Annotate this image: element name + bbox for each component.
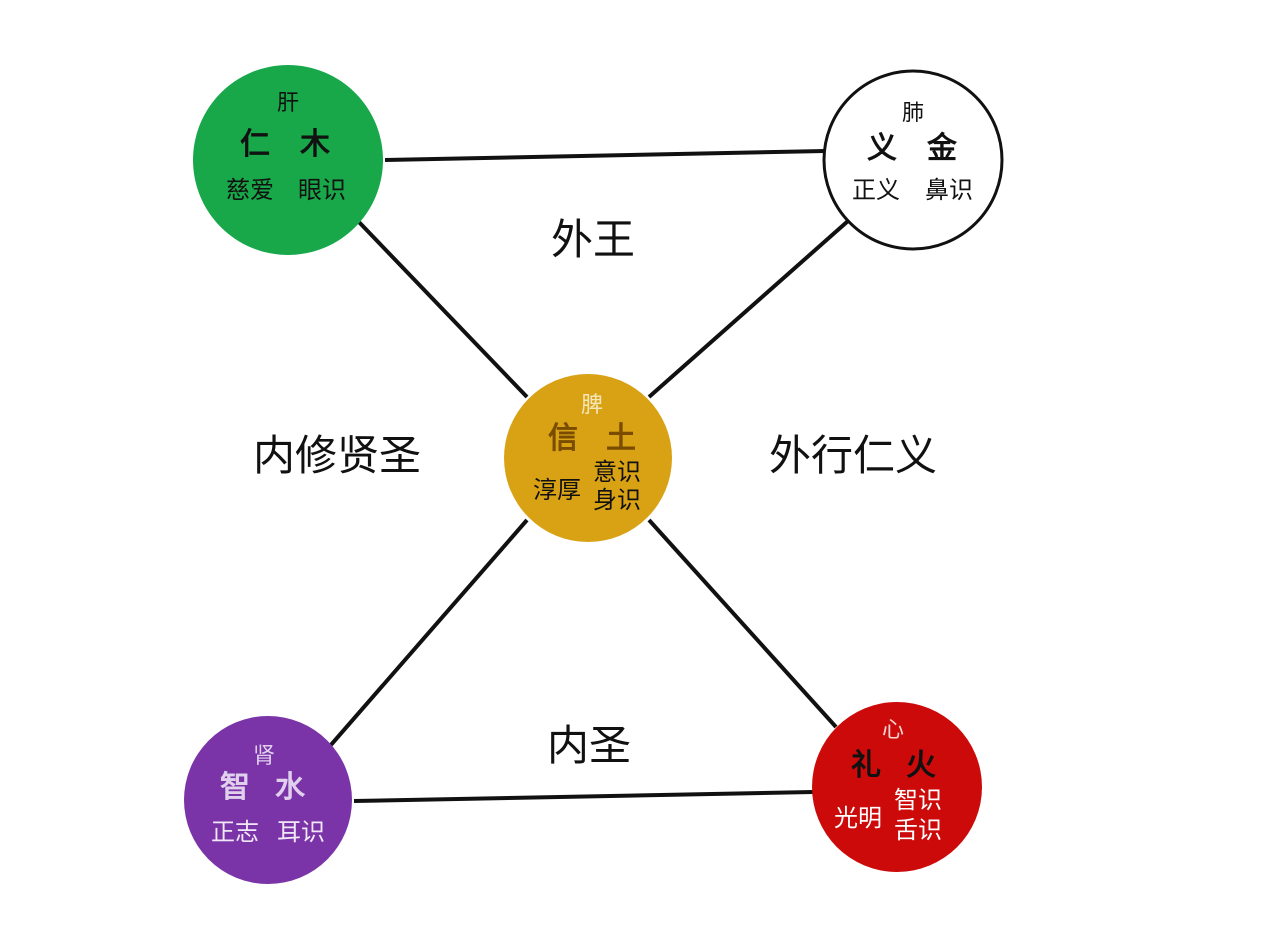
connector-earth-water [328,518,529,748]
node-water-sense: 耳识 [277,818,325,846]
node-wood-virtue: 仁 [240,127,270,162]
node-earth-circle [504,374,672,542]
connector-wood-earth [355,218,529,399]
node-fire-trait: 光明 [834,804,882,832]
node-fire: 心 礼 火 光明 智识 舌识 [812,702,982,872]
connector-water-fire [353,790,814,803]
node-wood-trait: 慈爱 [226,176,274,204]
node-metal-virtue: 义 [867,131,897,166]
node-wood-sense: 眼识 [298,176,346,204]
node-earth-virtue: 信 [548,421,578,456]
node-water-trait: 正志 [211,818,259,846]
node-earth: 脾 信 土 淳厚 意识 身识 [504,374,672,542]
node-fire-element: 火 [906,748,936,783]
node-fire-organ: 心 [882,718,904,743]
node-metal: 肺 义 金 正义 鼻识 [822,69,1004,251]
node-water-organ: 肾 [253,744,275,769]
node-fire-virtue: 礼 [851,748,881,783]
node-water-element: 水 [275,770,306,805]
connector-earth-fire [647,518,838,729]
region-label-top: 外王 [551,215,635,264]
node-fire-circle [812,702,982,872]
node-wood-element: 木 [299,127,330,162]
node-wood: 肝 仁 木 慈爱 眼识 [193,65,383,255]
node-metal-circle [822,69,1004,251]
region-label-right: 外行仁义 [769,431,937,480]
node-water-circle [184,716,352,884]
node-fire-sense2: 舌识 [894,816,942,844]
node-earth-organ: 脾 [581,393,603,418]
node-earth-sense2: 身识 [593,486,641,514]
node-earth-element: 土 [606,421,636,456]
node-fire-sense1: 智识 [894,786,942,814]
node-metal-organ: 肺 [902,101,924,126]
region-label-left: 内修贤圣 [253,431,421,480]
node-wood-circle [193,65,383,255]
node-metal-sense: 鼻识 [925,176,973,204]
connector-metal-earth [647,219,850,399]
node-wood-organ: 肝 [277,91,299,116]
node-metal-element: 金 [926,131,958,166]
node-water-virtue: 智 [220,770,250,805]
node-earth-trait: 淳厚 [533,476,581,504]
connector-wood-metal [384,149,826,162]
node-metal-trait: 正义 [852,176,900,204]
node-water: 肾 智 水 正志 耳识 [184,716,352,884]
node-earth-sense1: 意识 [593,458,641,486]
region-label-bottom: 内圣 [547,721,631,770]
